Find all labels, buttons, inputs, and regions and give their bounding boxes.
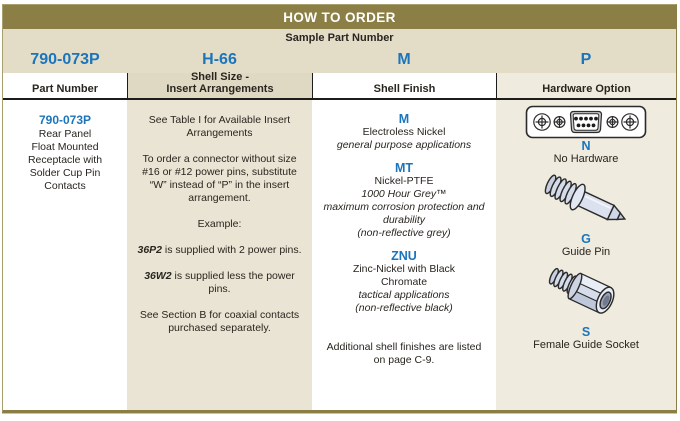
- finish-code-znu: ZNU: [391, 249, 417, 263]
- example-36p2: 36P2 is supplied with 2 power pins.: [135, 244, 304, 257]
- part-number-cell: 790-073P Rear Panel Float Mounted Recept…: [3, 100, 127, 410]
- hardware-code-n: N: [581, 139, 591, 153]
- table-body: 790-073P Rear Panel Float Mounted Recept…: [3, 100, 676, 410]
- hardware-code-s: S: [581, 325, 591, 339]
- dsub-connector-face-icon: [525, 105, 647, 139]
- part-number-desc-line: Solder Cup Pin: [29, 167, 101, 179]
- sample-part-number-section: Sample Part Number 790-073P H-66 M P: [3, 29, 676, 73]
- example-36p2-text: is supplied with 2 power pins.: [162, 244, 302, 256]
- example-36p2-code: 36P2: [137, 244, 163, 256]
- sample-value-hardware: P: [580, 50, 592, 68]
- finish-note-znu: tactical applications: [358, 289, 450, 301]
- finish-code-m: M: [398, 112, 410, 126]
- header-part-number: Part Number: [3, 73, 127, 98]
- shell-size-cell: See Table I for Available Insert Arrange…: [127, 100, 312, 410]
- finish-name-znu: Zinc-Nickel with Black Chromate: [352, 263, 456, 288]
- example-label: Example:: [197, 218, 242, 230]
- part-number-code: 790-073P: [38, 113, 92, 127]
- sample-part-number-label: Sample Part Number: [285, 32, 394, 44]
- hardware-code-g: G: [581, 232, 591, 246]
- guide-pin-icon: [544, 174, 627, 221]
- female-guide-socket-icon: [548, 267, 615, 314]
- finish-name-mt: Nickel-PTFE: [374, 175, 434, 187]
- header-shell-size-line1: Shell Size -: [190, 71, 250, 83]
- sample-value-part-number: 790-073P: [30, 50, 100, 68]
- finish-option-znu: ZNU Zinc-Nickel with Black Chromate tact…: [312, 250, 496, 315]
- finish-note-mt: maximum corrosion protection and durabil…: [323, 201, 485, 226]
- order-table: HOW TO ORDER Sample Part Number 790-073P…: [2, 4, 677, 413]
- part-number-desc-line: Float Mounted: [31, 141, 99, 153]
- finish-tagline-mt: 1000 Hour Grey™: [361, 188, 447, 200]
- finish-option-mt: MT Nickel-PTFE 1000 Hour Grey™ maximum c…: [312, 162, 496, 240]
- finish-option-m: M Electroless Nickel general purpose app…: [312, 113, 496, 152]
- finish-note-m: general purpose applications: [336, 139, 472, 151]
- example-36w2-code: 36W2: [144, 270, 172, 282]
- sample-value-shell-size: H-66: [202, 50, 237, 68]
- sample-value-shell-finish: M: [397, 50, 411, 68]
- header-shell-finish: Shell Finish: [312, 73, 496, 98]
- coaxial-contacts-note: See Section B for coaxial contacts purch…: [139, 309, 300, 334]
- part-number-desc-line: Contacts: [44, 180, 86, 192]
- column-header-row: Part Number Shell Size - Insert Arrangem…: [3, 71, 676, 100]
- example-36w2: 36W2 is supplied less the power pins.: [135, 270, 304, 296]
- insert-arrangements-note: See Table I for Available Insert Arrange…: [148, 114, 291, 139]
- finish-code-mt: MT: [394, 161, 414, 175]
- table-title: HOW TO ORDER: [3, 5, 676, 29]
- hardware-label-g: Guide Pin: [561, 246, 611, 258]
- finish-note2-znu: (non-reflective black): [355, 302, 453, 314]
- header-shell-size: Shell Size - Insert Arrangements: [127, 71, 312, 98]
- finish-name-m: Electroless Nickel: [362, 126, 446, 138]
- power-pins-substitution-note: To order a connector without size #16 or…: [142, 153, 297, 204]
- part-number-desc-line: Receptacle with: [27, 154, 103, 166]
- hardware-label-n: No Hardware: [553, 153, 619, 165]
- additional-finishes-note: Additional shell finishes are listed on …: [326, 341, 482, 366]
- sample-part-number-values: 790-073P H-66 M P: [3, 46, 676, 73]
- finish-note2-mt: (non-reflective grey): [357, 227, 451, 239]
- shell-finish-cell: M Electroless Nickel general purpose app…: [312, 100, 496, 410]
- header-hardware-option: Hardware Option: [496, 73, 676, 98]
- header-shell-size-line2: Insert Arrangements: [166, 83, 274, 95]
- example-36w2-text: is supplied less the power pins.: [171, 270, 295, 295]
- hardware-label-s: Female Guide Socket: [533, 339, 639, 351]
- hardware-option-cell: N No Hardware: [496, 100, 676, 410]
- part-number-desc-line: Rear Panel: [38, 128, 92, 140]
